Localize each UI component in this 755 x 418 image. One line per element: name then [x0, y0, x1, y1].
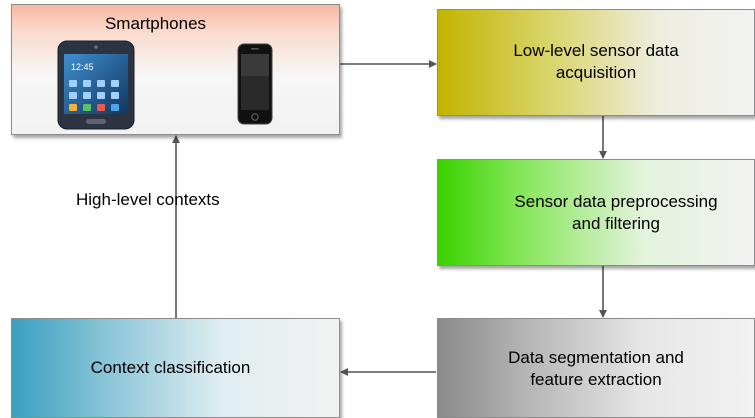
acquisition-box: Low-level sensor data acquisition — [437, 9, 755, 116]
segmentation-label: Data segmentation and feature extraction — [508, 348, 684, 389]
classification-box: Context classification — [11, 318, 340, 418]
preprocessing-label: Sensor data preprocessing and filtering — [514, 192, 718, 233]
classification-label: Context classification — [90, 358, 251, 377]
preprocessing-box: Sensor data preprocessing and filtering — [437, 159, 755, 266]
smartphones-label: Smartphones — [104, 14, 207, 33]
iphone-icon — [237, 43, 273, 125]
svg-text:12:45: 12:45 — [71, 62, 94, 72]
acquisition-label: Low-level sensor data acquisition — [513, 41, 679, 82]
android-phone-icon: 12:45 — [57, 40, 135, 130]
segmentation-box: Data segmentation and feature extraction — [437, 318, 755, 418]
smartphones-box: Smartphones 12:45 — [11, 4, 340, 135]
high-level-contexts-label: High-level contexts — [76, 190, 220, 209]
